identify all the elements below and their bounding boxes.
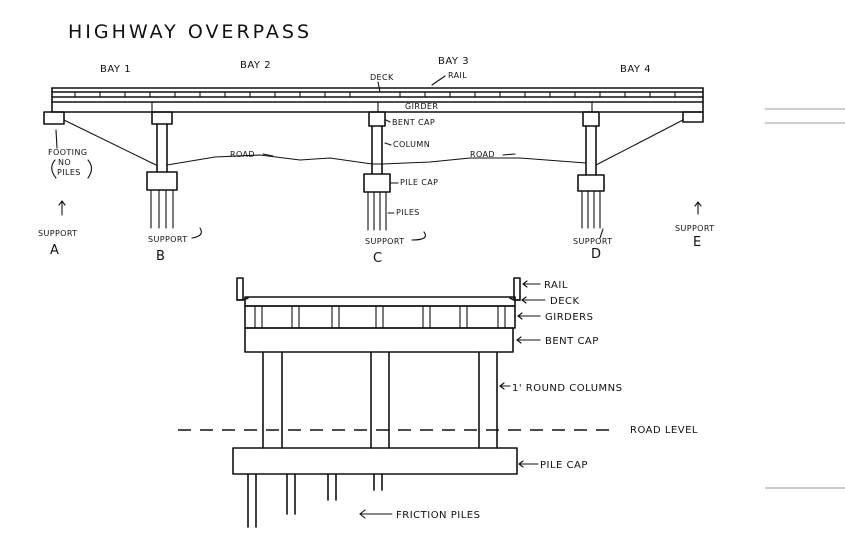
bay-label: BAY 2 xyxy=(240,60,271,71)
section-pile-cap-label: PILE CAP xyxy=(540,460,588,471)
road-label: ROAD xyxy=(230,150,255,159)
footing-label: PILES xyxy=(57,168,81,177)
section-columns-label: 1' ROUND COLUMNS xyxy=(512,383,623,394)
section-rail-label: RAIL xyxy=(544,280,568,291)
support-label: SUPPORT xyxy=(148,235,188,244)
girders xyxy=(254,305,506,329)
bent-cap-label: BENT CAP xyxy=(392,118,435,127)
section-road-level-label: ROAD LEVEL xyxy=(630,425,698,436)
section-girders-label: GIRDERS xyxy=(545,312,593,323)
road-label: ROAD xyxy=(470,150,495,159)
diagram-title: HIGHWAY OVERPASS xyxy=(68,21,312,43)
support-letter: B xyxy=(156,249,165,264)
bay-label: BAY 3 xyxy=(438,56,469,67)
margin-lines xyxy=(765,108,845,489)
support-c xyxy=(363,111,391,231)
support-a-footing xyxy=(43,111,65,125)
column-label: COLUMN xyxy=(393,140,430,149)
piles-label: PILES xyxy=(396,208,420,217)
support-d xyxy=(577,111,605,229)
rail-label: RAIL xyxy=(448,71,467,80)
footing-label: FOOTING xyxy=(48,148,87,157)
footing-label: NO xyxy=(58,158,71,167)
girder-label: GIRDER xyxy=(405,102,438,111)
section-bent-cap-label: BENT CAP xyxy=(545,336,599,347)
friction-piles xyxy=(247,473,383,528)
section-deck-label: DECK xyxy=(550,296,580,307)
support-label: SUPPORT xyxy=(365,237,405,246)
support-letter: A xyxy=(50,243,59,258)
support-label: SUPPORT xyxy=(38,229,78,238)
support-b xyxy=(146,111,178,229)
road-line xyxy=(166,154,587,166)
deck-label: DECK xyxy=(370,73,394,82)
support-letter: D xyxy=(591,247,601,262)
elevation-view: BAY 1 BAY 2 BAY 3 BAY 4 xyxy=(38,56,715,266)
bay-label: BAY 1 xyxy=(100,64,131,75)
support-labels: SUPPORT A SUPPORT B SUPPORT C SUPPORT D … xyxy=(38,200,715,266)
superstructure xyxy=(51,87,704,113)
support-letter: E xyxy=(693,235,701,250)
bay-label: BAY 4 xyxy=(620,64,651,75)
support-label: SUPPORT xyxy=(573,237,613,246)
support-letter: C xyxy=(373,251,382,266)
cross-section-view: RAIL DECK GIRDERS BENT CAP 1' ROUND COLU… xyxy=(178,277,698,528)
support-label: SUPPORT xyxy=(675,224,715,233)
rail-posts xyxy=(74,91,676,98)
section-friction-piles-label: FRICTION PILES xyxy=(396,510,480,521)
support-e-abutment xyxy=(682,111,704,123)
pile-cap-label: PILE CAP xyxy=(400,178,438,187)
